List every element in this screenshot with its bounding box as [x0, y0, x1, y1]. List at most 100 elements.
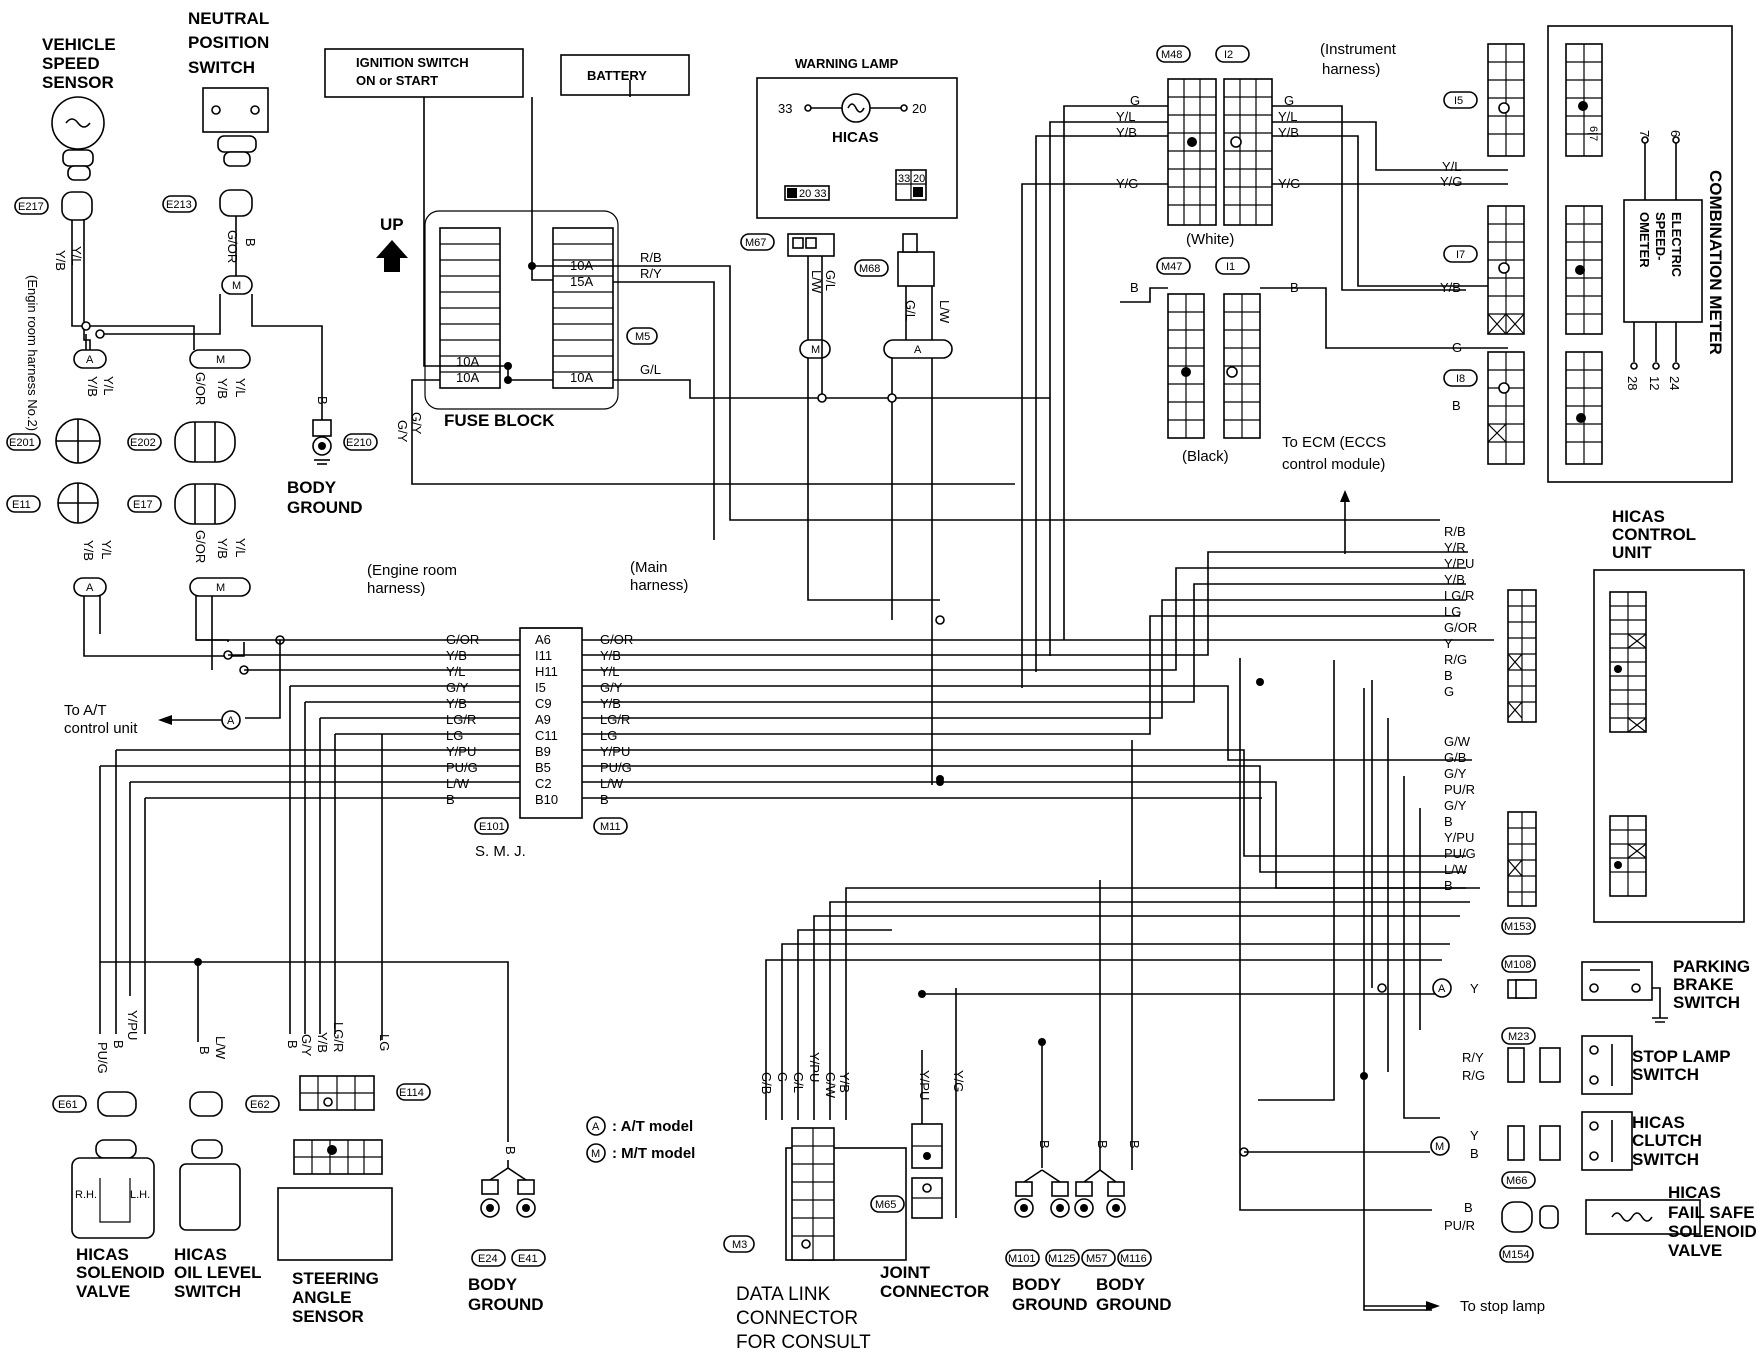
svg-text:B: B [503, 1146, 518, 1155]
svg-text:A: A [1438, 983, 1446, 995]
svg-text:M154: M154 [1502, 1249, 1530, 1261]
svg-text:UNIT: UNIT [1612, 543, 1652, 562]
hicas-pin-grid [1609, 591, 1647, 897]
smj-pin: A6 [535, 632, 551, 647]
svg-text:: M/T model: : M/T model [612, 1145, 695, 1162]
hicas-wire-label: G [1444, 684, 1454, 699]
svg-text:R/Y: R/Y [640, 266, 662, 281]
svg-text:B: B [1464, 1200, 1473, 1215]
smj-pin: B10 [535, 792, 558, 807]
svg-text:R/G: R/G [1462, 1068, 1485, 1083]
smj-left-wire: Y/B [446, 696, 467, 711]
fuse-block: 10A 15A 10A 10A 10A [439, 227, 614, 389]
smj-pin: C2 [535, 776, 552, 791]
svg-text:SPEED-: SPEED- [1653, 212, 1668, 260]
svg-text:L/W: L/W [937, 300, 952, 324]
svg-text:PU/R: PU/R [1444, 1218, 1475, 1233]
svg-text:G: G [1452, 340, 1462, 355]
svg-text:M47: M47 [1161, 261, 1182, 273]
svg-text:BATTERY: BATTERY [587, 68, 647, 83]
connector-I1: I1 [1215, 257, 1261, 439]
smj-right-wire: G/Y [600, 680, 623, 695]
connector-E217: E217 [14, 191, 93, 221]
smj-left-wire: PU/G [446, 760, 478, 775]
svg-text:B: B [197, 1046, 212, 1055]
svg-text:B: B [1095, 1140, 1110, 1149]
svg-text:E101: E101 [479, 821, 505, 833]
smj-left-wire: LG [446, 728, 463, 743]
svg-text:M101: M101 [1008, 1253, 1036, 1265]
svg-text:B: B [1127, 1140, 1142, 1149]
svg-text:JOINT: JOINT [880, 1263, 931, 1282]
svg-text:Y/L: Y/L [233, 538, 248, 558]
svg-text:POSITION: POSITION [188, 33, 269, 52]
svg-text:Y: Y [1470, 981, 1479, 996]
svg-text:Y/L: Y/L [233, 378, 248, 398]
svg-text:SENSOR: SENSOR [292, 1307, 364, 1326]
svg-text:B: B [243, 238, 258, 247]
hicas-wire-label: L/W [1444, 862, 1468, 877]
svg-text:FAIL SAFE: FAIL SAFE [1668, 1203, 1755, 1222]
svg-text:G: G [1130, 93, 1140, 108]
svg-text:SWITCH: SWITCH [174, 1282, 241, 1301]
svg-text:Y/B: Y/B [81, 540, 96, 561]
svg-text:6|7: 6|7 [1587, 126, 1599, 141]
svg-text:LG: LG [377, 1034, 392, 1051]
svg-text:ELECTRIC: ELECTRIC [1669, 212, 1684, 278]
vehicle-speed-sensor: VEHICLE SPEED SENSOR [42, 35, 116, 181]
smj-right-wire: PU/G [600, 760, 632, 775]
svg-text:E114: E114 [399, 1087, 424, 1099]
svg-text:E41: E41 [518, 1253, 538, 1265]
hicas-wire-label: G/Y [1444, 798, 1467, 813]
svg-text:E62: E62 [250, 1099, 270, 1111]
smj-left-wire: Y/PU [446, 744, 476, 759]
svg-text:BRAKE: BRAKE [1673, 975, 1733, 994]
svg-text:A: A [86, 582, 94, 594]
smj-pin: C9 [535, 696, 552, 711]
hicas-wire-label: B [1444, 814, 1453, 829]
connector-I2: I2 [1215, 45, 1273, 226]
smj-right-wire: Y/L [600, 664, 620, 679]
svg-text:harness): harness) [1322, 61, 1380, 78]
svg-text:M48: M48 [1161, 49, 1182, 61]
svg-text:L.H.: L.H. [130, 1189, 150, 1201]
svg-text:To stop lamp: To stop lamp [1460, 1298, 1545, 1315]
svg-text:Y/PU: Y/PU [917, 1070, 932, 1100]
svg-text:Y: Y [1470, 1128, 1479, 1143]
hicas-wire-label: B [1444, 668, 1453, 683]
smj-pin: B5 [535, 760, 551, 775]
svg-text:Y/PU: Y/PU [125, 1010, 140, 1040]
svg-text:G/OR: G/OR [193, 372, 208, 405]
svg-text:Y/G: Y/G [1440, 174, 1462, 189]
svg-text:B: B [1037, 1140, 1052, 1149]
hicas-wire-label: PU/R [1444, 782, 1475, 797]
smj-pin: I5 [535, 680, 546, 695]
svg-text:G/L: G/L [823, 270, 838, 291]
hicas-wire-label: PU/G [1444, 846, 1476, 861]
svg-text:G/OR: G/OR [193, 530, 208, 563]
smj-left-wire: Y/B [446, 648, 467, 663]
svg-text:STOP LAMP: STOP LAMP [1632, 1047, 1731, 1066]
svg-text:SWITCH: SWITCH [1673, 993, 1740, 1012]
hicas-wire-label: G/Y [1444, 766, 1467, 781]
svg-text:G/Y: G/Y [395, 420, 410, 443]
svg-text:I1: I1 [1226, 261, 1235, 273]
svg-text:E213: E213 [166, 199, 192, 211]
svg-text:NEUTRAL: NEUTRAL [188, 9, 269, 28]
svg-text:B: B [1130, 280, 1139, 295]
svg-text:SOLENOID: SOLENOID [76, 1263, 165, 1282]
svg-text:I5: I5 [1454, 95, 1463, 107]
svg-text:12: 12 [1647, 376, 1662, 390]
fuse-block-label: FUSE BLOCK [444, 411, 555, 430]
svg-text:(Black): (Black) [1182, 448, 1229, 465]
svg-text:CONNECTOR: CONNECTOR [880, 1282, 989, 1301]
svg-text:HICAS: HICAS [76, 1245, 129, 1264]
svg-text:ANGLE: ANGLE [292, 1288, 352, 1307]
svg-text:E210: E210 [346, 437, 372, 449]
svg-text:R/B: R/B [640, 250, 662, 265]
